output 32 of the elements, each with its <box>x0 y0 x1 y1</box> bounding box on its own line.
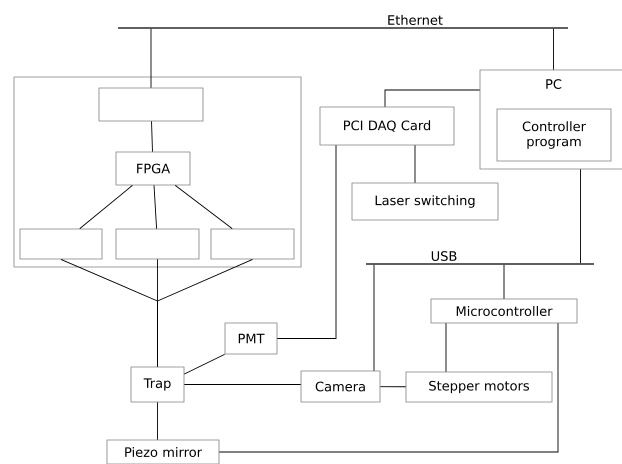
component-box: Stepper motors <box>406 372 552 402</box>
connector-line <box>414 144 416 184</box>
connector-line <box>174 184 233 230</box>
connector-line <box>157 258 253 368</box>
connector-line <box>157 402 158 440</box>
connector-line <box>553 28 554 70</box>
chip-box: FPGA <box>116 152 190 186</box>
component-box: Microcontroller <box>430 298 578 324</box>
component-box: PCI DAQ Card <box>320 106 454 146</box>
component-box: Laser switching <box>352 182 498 220</box>
bus-line: Ethernet <box>118 14 568 29</box>
connector-line <box>184 384 302 385</box>
chip-box <box>20 228 102 260</box>
chip-box <box>98 88 204 122</box>
component-box: Camera <box>300 370 380 402</box>
connector-line <box>276 144 336 339</box>
connector-line <box>384 90 480 108</box>
component-box: Trap <box>130 366 184 402</box>
connector-line <box>154 184 158 230</box>
chip-box <box>116 228 200 260</box>
program-box: Controller program <box>496 108 612 162</box>
connector-line <box>150 28 152 88</box>
chip-box <box>210 228 294 260</box>
component-box: Piezo mirror <box>106 440 220 464</box>
connector-line <box>380 386 406 388</box>
component-box: PMT <box>224 322 278 354</box>
connector-line <box>218 322 558 452</box>
bus-line: USB <box>366 251 594 265</box>
connector-line <box>79 184 133 230</box>
connector-line <box>151 120 153 152</box>
connector-line <box>184 354 226 374</box>
connector-line <box>580 168 581 264</box>
